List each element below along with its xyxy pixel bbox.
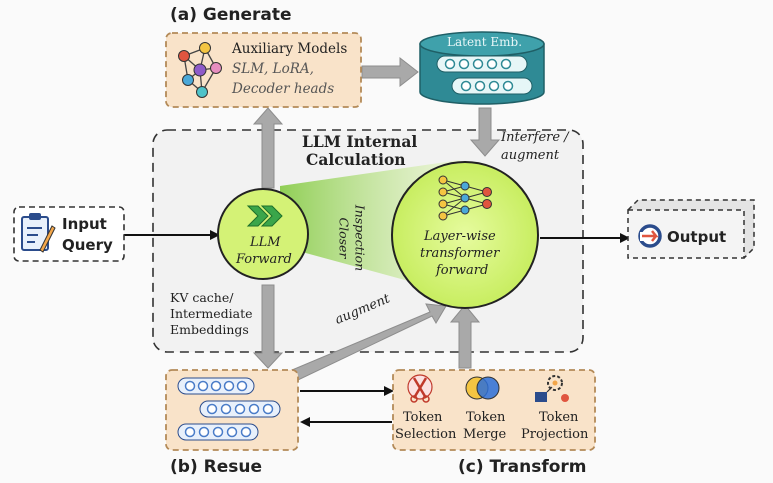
merge-icon bbox=[465, 376, 500, 400]
interfere-label-2: augment bbox=[501, 148, 560, 163]
llm-forward-circle bbox=[217, 188, 309, 280]
output-icon bbox=[638, 224, 662, 248]
section-title-transform: (c) Transform bbox=[458, 457, 587, 477]
auxiliary-models-line1: SLM, LoRA, bbox=[232, 61, 314, 77]
internal-calculation-title-2: Calculation bbox=[306, 150, 406, 169]
auxiliary-models-box bbox=[165, 32, 362, 108]
token-selection-label-top: Token bbox=[403, 410, 443, 425]
input-query-label-1: Input bbox=[62, 215, 107, 233]
projection-icon bbox=[535, 375, 569, 402]
interfere-label-1: Interfere / bbox=[501, 130, 569, 145]
closer-inspection-label-1: Closer bbox=[336, 217, 352, 259]
internal-calculation-title-1: LLM Internal bbox=[302, 132, 418, 151]
forward-chevrons-icon bbox=[246, 205, 283, 227]
token-projection-label-top: Token bbox=[539, 410, 579, 425]
token-projection-label-bottom: Projection bbox=[521, 427, 589, 442]
neural-network-icon bbox=[178, 42, 222, 98]
arrow-transform-to-layerwise bbox=[449, 304, 481, 369]
auxiliary-models-title: Auxiliary Models bbox=[232, 41, 348, 57]
arrow-forward-to-reuse bbox=[252, 284, 284, 369]
closer-inspection-label-2: Inspection bbox=[352, 204, 368, 272]
llm-forward-label-2: Forward bbox=[236, 252, 292, 267]
latent-emb-cylinder bbox=[419, 31, 545, 105]
output-label: Output bbox=[667, 228, 727, 246]
layer-network-icon bbox=[438, 175, 492, 221]
auxiliary-models-line2: Decoder heads bbox=[232, 81, 335, 97]
layerwise-label-1: Layer-wise bbox=[424, 229, 496, 244]
token-merge-label-bottom: Merge bbox=[463, 427, 507, 442]
output-box bbox=[627, 199, 755, 259]
layerwise-label-3: forward bbox=[436, 263, 489, 278]
arrow-forward-to-auxiliary bbox=[252, 107, 284, 189]
gray-arrows bbox=[252, 56, 501, 381]
scissors-icon bbox=[407, 374, 433, 403]
transform-box bbox=[392, 369, 596, 451]
kv-cache-label-1: KV cache/ bbox=[170, 290, 234, 305]
input-query-label-2: Query bbox=[62, 236, 113, 254]
layerwise-circle bbox=[391, 161, 539, 309]
arrow-augment bbox=[291, 303, 447, 381]
section-title-generate: (a) Generate bbox=[170, 5, 292, 25]
layerwise-label-2: transformer bbox=[420, 246, 500, 261]
kv-cache-label-2: Intermediate bbox=[170, 306, 253, 321]
kv-cache-label-3: Embeddings bbox=[170, 322, 249, 337]
token-selection-label-bottom: Selection bbox=[395, 427, 457, 442]
arrow-latent-to-layerwise bbox=[469, 107, 501, 157]
latent-emb-label: Latent Emb. bbox=[447, 35, 523, 49]
clipboard-icon bbox=[21, 213, 56, 253]
arrow-auxiliary-to-latent bbox=[361, 56, 419, 88]
section-title-reuse: (b) Resue bbox=[170, 457, 262, 477]
llm-forward-label-1: LLM bbox=[250, 235, 281, 250]
embedding-stack-icon bbox=[177, 377, 281, 441]
token-merge-label-top: Token bbox=[466, 410, 506, 425]
